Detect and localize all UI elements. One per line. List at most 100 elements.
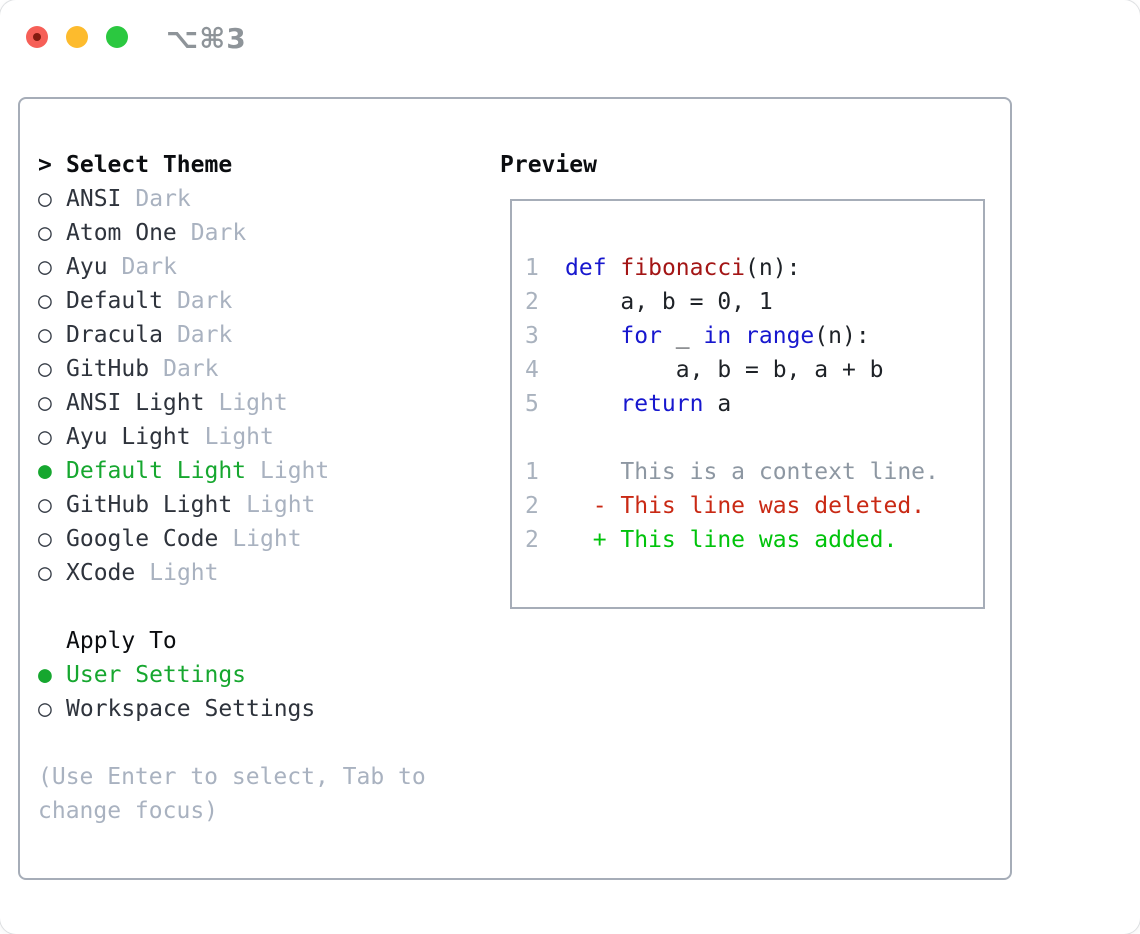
theme-item-ansi-light[interactable]: ○ ANSI Light Light bbox=[38, 386, 458, 420]
line-number: 4 bbox=[525, 357, 539, 383]
theme-variant-label: Light bbox=[260, 458, 330, 484]
line-number: 2 bbox=[525, 527, 539, 553]
preview-title: Preview bbox=[500, 152, 597, 178]
apply-target-name: User Settings bbox=[66, 662, 247, 688]
theme-item-github[interactable]: ○ GitHub Dark bbox=[38, 352, 458, 386]
code-token: a, b = b, a + b bbox=[565, 357, 884, 383]
code-line: 5 return a bbox=[525, 387, 983, 421]
theme-item-github-light[interactable]: ○ GitHub Light Light bbox=[38, 488, 458, 522]
line-number: 3 bbox=[525, 323, 539, 349]
radio-icon: ○ bbox=[38, 186, 52, 212]
code-token: a bbox=[703, 391, 732, 417]
code-token bbox=[565, 319, 620, 353]
theme-variant-label: Dark bbox=[176, 288, 233, 314]
apply-to-title: Apply To bbox=[66, 628, 177, 654]
theme-variant-label: Dark bbox=[135, 186, 191, 212]
diff-text: + This line was added. bbox=[565, 527, 898, 553]
close-button-icon[interactable] bbox=[26, 26, 48, 48]
select-theme-title: Select Theme bbox=[66, 152, 233, 178]
radio-icon: ○ bbox=[38, 492, 52, 518]
radio-icon: ○ bbox=[38, 390, 52, 416]
line-number: 2 bbox=[525, 493, 539, 519]
theme-variant-label: Light bbox=[246, 492, 316, 518]
theme-item-dracula[interactable]: ○ Dracula Dark bbox=[38, 318, 458, 352]
radio-icon: ○ bbox=[38, 424, 52, 450]
line-number: 1 bbox=[525, 255, 539, 281]
theme-item-google-code[interactable]: ○ Google Code Light bbox=[38, 522, 458, 556]
code-token: for bbox=[620, 323, 662, 349]
keyboard-hint: (Use Enter to select, Tab to change focu… bbox=[38, 764, 426, 824]
theme-variant-label: Dark bbox=[190, 220, 247, 246]
code-token: range bbox=[745, 323, 815, 349]
code-token bbox=[731, 319, 745, 353]
radio-icon: ○ bbox=[38, 254, 52, 280]
spacer bbox=[38, 726, 458, 760]
code-token: _ bbox=[661, 323, 704, 349]
theme-name: Google Code bbox=[66, 526, 219, 552]
titlebar[interactable]: ⌥⌘3 bbox=[0, 0, 1140, 76]
theme-name: Atom One bbox=[66, 220, 177, 246]
theme-name: Ayu bbox=[66, 254, 108, 280]
theme-variant-label: Light bbox=[218, 390, 288, 416]
theme-variant-label: Dark bbox=[176, 322, 233, 348]
code-line: 4 a, b = b, a + b bbox=[525, 353, 983, 387]
radio-icon: ○ bbox=[38, 526, 52, 552]
diff-line-deleted: 2 - This line was deleted. bbox=[525, 489, 983, 523]
radio-selected-icon: ● bbox=[38, 662, 52, 688]
theme-name: Default bbox=[66, 288, 163, 314]
theme-variant-label: Dark bbox=[163, 356, 219, 382]
apply-target-name: Workspace Settings bbox=[66, 696, 316, 722]
code-line: 3 for _ in range(n): bbox=[525, 319, 983, 353]
theme-item-xcode[interactable]: ○ XCode Light bbox=[38, 556, 458, 590]
diff-line-added: 2 + This line was added. bbox=[525, 523, 983, 557]
minimize-button-icon[interactable] bbox=[66, 26, 88, 48]
code-token: (n): bbox=[745, 255, 801, 281]
theme-item-atom-one[interactable]: ○ Atom One Dark bbox=[38, 216, 458, 250]
code-token: a, b = 0, 1 bbox=[565, 289, 773, 315]
radio-icon: ○ bbox=[38, 220, 52, 246]
zoom-button-icon[interactable] bbox=[106, 26, 128, 48]
theme-item-ansi[interactable]: ○ ANSI Dark bbox=[38, 182, 458, 216]
code-token: (n): bbox=[814, 323, 870, 349]
window-title: ⌥⌘3 bbox=[166, 22, 247, 55]
theme-name: XCode bbox=[66, 560, 136, 586]
theme-name: GitHub bbox=[66, 356, 150, 382]
code-token bbox=[565, 387, 620, 421]
diff-text: - This line was deleted. bbox=[565, 493, 926, 519]
line-number: 5 bbox=[525, 391, 539, 417]
diff-line-context: 1 This is a context line. bbox=[525, 455, 983, 489]
radio-icon: ○ bbox=[38, 356, 52, 382]
diff-text: This is a context line. bbox=[565, 459, 939, 485]
code-token: fibonacci bbox=[620, 255, 746, 281]
code-token: return bbox=[620, 391, 704, 417]
theme-name: ANSI Light bbox=[66, 390, 205, 416]
theme-name: Dracula bbox=[66, 322, 163, 348]
cursor-icon: > bbox=[38, 152, 52, 178]
theme-variant-label: Light bbox=[204, 424, 274, 450]
radio-icon: ○ bbox=[38, 560, 52, 586]
theme-name: ANSI bbox=[66, 186, 122, 212]
apply-item-user-settings[interactable]: ● User Settings bbox=[38, 658, 458, 692]
code-line: 1 def fibonacci(n): bbox=[525, 251, 983, 285]
radio-icon: ○ bbox=[38, 322, 52, 348]
blank-line bbox=[525, 421, 983, 455]
apply-to-header: Apply To bbox=[38, 624, 458, 658]
code-line: 2 a, b = 0, 1 bbox=[525, 285, 983, 319]
blank-marker bbox=[38, 624, 66, 658]
theme-name: Default Light bbox=[66, 458, 247, 484]
theme-variant-label: Light bbox=[232, 526, 302, 552]
radio-icon: ○ bbox=[38, 696, 52, 722]
apply-item-workspace-settings[interactable]: ○ Workspace Settings bbox=[38, 692, 458, 726]
code-token: in bbox=[703, 323, 732, 349]
apply-to-list: ● User Settings ○ Workspace Settings bbox=[38, 658, 458, 726]
code-token: def bbox=[565, 255, 607, 281]
theme-name: GitHub Light bbox=[66, 492, 233, 518]
theme-variant-label: Light bbox=[149, 560, 219, 586]
